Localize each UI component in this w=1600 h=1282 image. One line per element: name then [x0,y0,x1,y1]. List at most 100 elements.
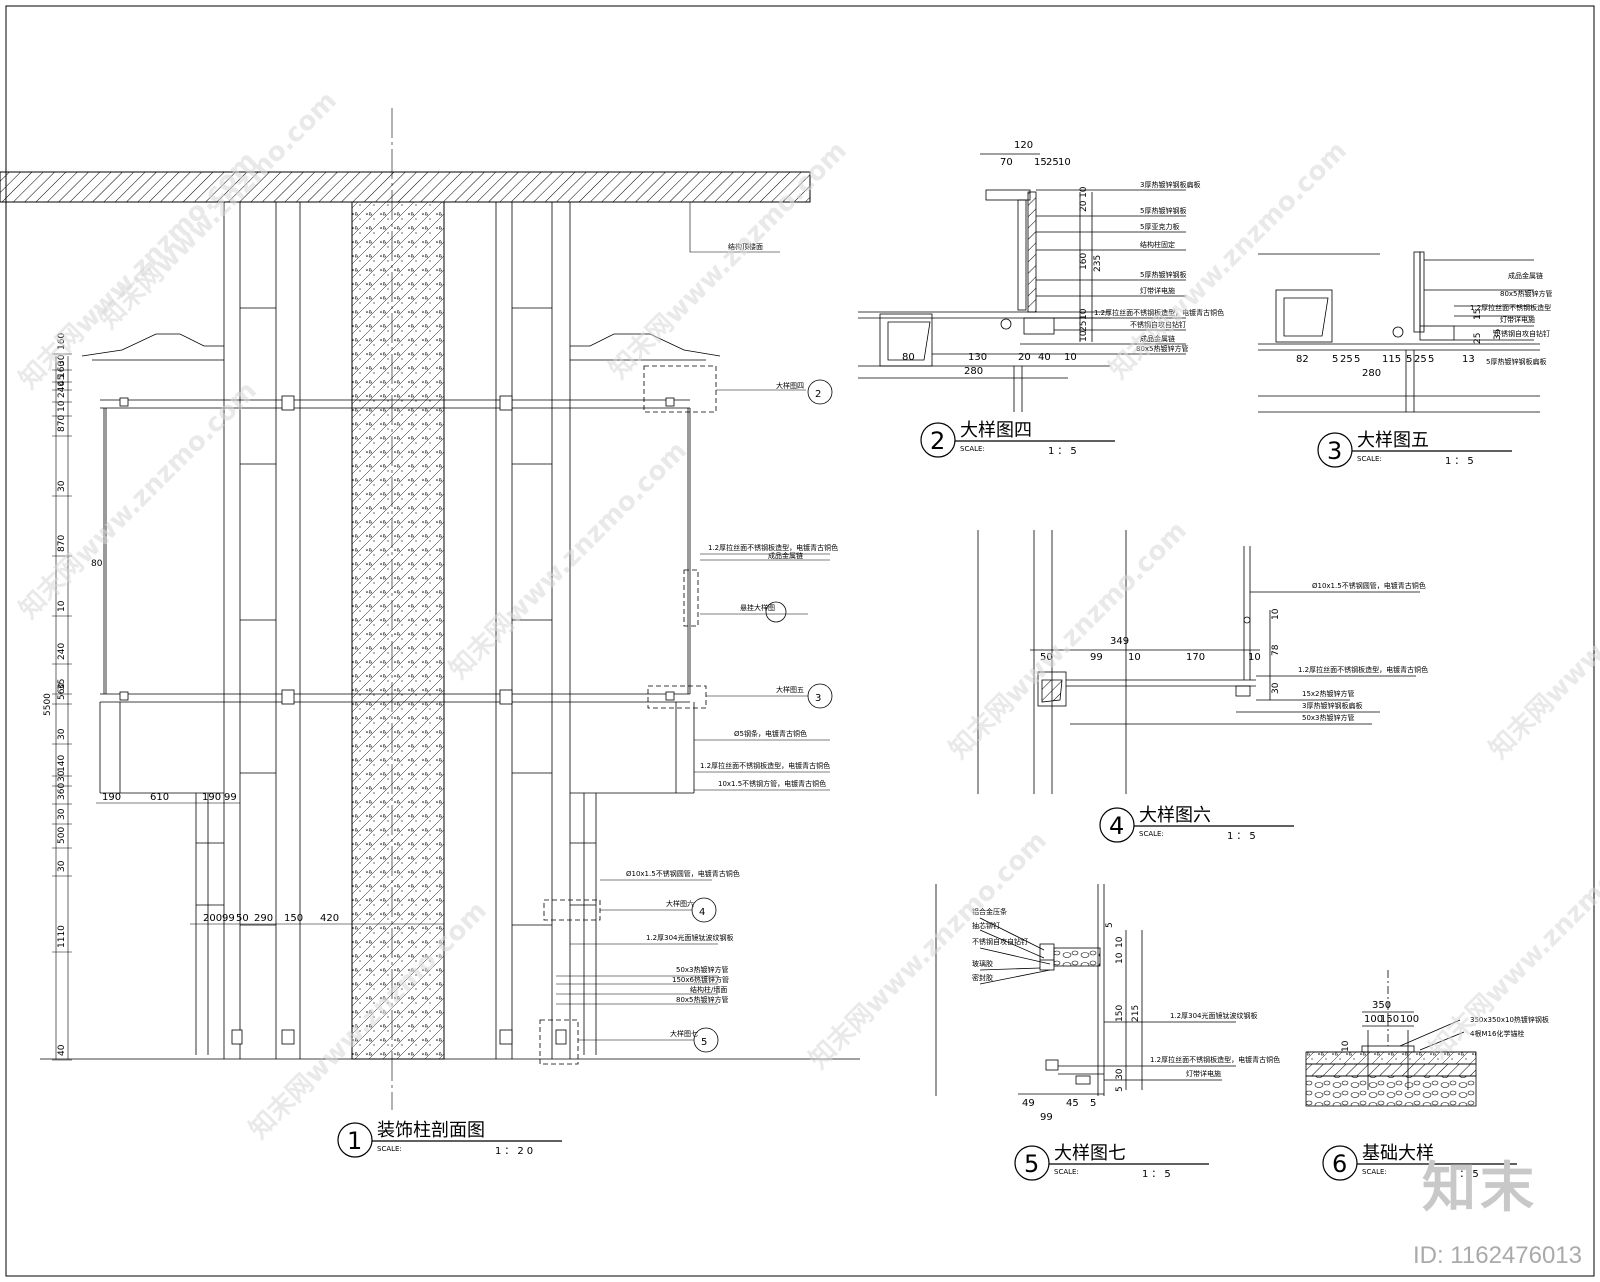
d5-v-2: 10 [1115,952,1125,964]
watermark-4: 知末网www.znzmo.com [444,436,693,685]
dim-row-2: 200 99 50 290 150 420 [203,913,339,924]
note-mid-0: 1.2厚拉丝面不锈钢板造型，电镀青古铜色 [708,543,838,552]
d4-top-1: 50 [1040,652,1053,663]
d2-note-4: 5厚热镀锌钢板 [1140,270,1186,279]
d4-note-0: Ø10x1.5不锈钢圆管，电镀青古铜色 [1312,581,1426,590]
d6-note-0: 350x350x10热镀锌钢板 [1470,1015,1549,1024]
d3-bot-0: 82 [1296,354,1309,365]
watermark-8: 知末网www.znzmo.com [1484,516,1600,765]
d3-v-1: 25 [1473,333,1483,344]
d3-note-4: 不锈钢自攻自钻钉 [1494,329,1550,338]
d5-v-1: 10 [1115,936,1125,948]
d5-note-right-2: 灯带详电施 [1186,1069,1221,1078]
d5-note-left-2: 不锈钢自攻自钻钉 [972,937,1028,946]
detail-scale-value-6: 1：5 [1450,1169,1482,1180]
left-dim-12: 560 [57,683,67,700]
left-dim-0: 160 [57,333,67,350]
left-dim-6: 870 [57,415,67,432]
note-mid-3: Ø5钢条，电镀青古铜色 [734,729,807,738]
detail-5-drawing [935,884,1236,1096]
callout-box-4 [543,899,601,921]
ref-label-3: 大样图五 [776,685,804,694]
detail-title-2: 大样图四 [960,420,1032,441]
d2-v-4: 10 [1079,308,1089,320]
left-dim-11: 35 [57,679,67,690]
note-low-2: 50x3热镀锌方管 [676,965,729,974]
watermark-6: 知末网www.znzmo.com [1104,136,1353,385]
detail-6-drawing [1305,970,1477,1107]
detail-scale-value-1: 1：20 [495,1146,536,1157]
d5-v-4: 215 [1131,1005,1141,1022]
d2-bot-0: 80 [902,352,915,363]
d3-v-2: 35 [1493,329,1503,340]
d2-top-4: 10 [1058,157,1071,168]
detail-number-1: 1 [347,1127,362,1155]
d2-bot-5: 280 [964,366,983,377]
d5-v-0: 5 [1105,922,1115,928]
detail-3-drawing [1258,251,1540,413]
structure-note: 结构顶楼面 [728,242,763,251]
d3-note-5: 5厚热镀锌钢板扁板 [1486,357,1546,366]
d3-note-2: 1.2厚拉丝面不锈钢板造型 [1470,303,1551,312]
left-dim-20: 1110 [57,925,67,948]
detail-3-notes: 成品金属链 80x5热镀锌方管 1.2厚拉丝面不锈钢板造型 灯带详电施 不锈钢自… [1470,271,1553,366]
left-dim-21: 40 [57,1044,67,1056]
d3-bot-2: 25 [1340,354,1353,365]
d2-note-7: 不锈钢自攻自钻钉 [1130,320,1186,329]
watermarks: 知末网www.znzmo.com 知末网www.znzmo.com 知末网www… [14,86,1600,1145]
detail-5-dims: 5 10 10 150 215 30 5 49 45 5 99 [1022,922,1141,1123]
dim-80: 80 [91,559,103,569]
d4-top-4: 170 [1186,652,1205,663]
d6-top-3: 100 [1400,1014,1419,1025]
d2-note-1: 5厚热镀锌钢板 [1140,206,1186,215]
structural-column [351,201,445,1060]
callout-box-2 [643,365,717,413]
d3-bot-4: 115 [1382,354,1401,365]
d6-top-1: 100 [1364,1014,1383,1025]
detail-scale-label-5: SCALE: [1054,1168,1079,1176]
dim-row1-3: 99 [224,792,237,803]
detail-2-drawing [858,153,1186,412]
ref-label-2: 大样图四 [776,381,804,390]
notes-low: Ø10x1.5不锈钢圆管，电镀青古铜色 1.2厚304光面镜钛波纹钢板 50x3… [626,869,740,1004]
detail-scale-value-5: 1：5 [1142,1169,1174,1180]
d2-bot-1: 130 [968,352,987,363]
detail-badge-1 [337,1122,373,1158]
detail-scale-label-2: SCALE: [960,445,985,453]
detail-scale-label-3: SCALE: [1357,455,1382,463]
d2-note-3: 结构柱固定 [1140,240,1175,249]
d3-bot-1: 5 [1332,354,1338,365]
left-dim-15: 30 [57,770,67,782]
ceiling-slab [0,171,811,203]
ref-5: 5 [701,1037,707,1048]
detail-number-3: 3 [1327,437,1342,465]
dim-row2-5: 420 [320,913,339,924]
left-dim-7: 30 [57,480,67,492]
detail-4-notes: Ø10x1.5不锈钢圆管，电镀青古铜色 1.2厚拉丝面不锈钢板造型，电镀青古铜色… [1298,581,1428,722]
d4-top-5: 10 [1248,652,1261,663]
left-dim-18: 500 [57,827,67,844]
d5-v-3: 150 [1115,1005,1125,1022]
d5-v-5: 30 [1115,1068,1125,1080]
detail-4-drawing [977,530,1420,794]
detail-title-4: 大样图六 [1139,805,1211,826]
detail-number-4: 4 [1109,812,1124,840]
note-mid-4: 1.2厚拉丝面不锈钢板造型，电镀青古铜色 [700,761,830,770]
callout-box-3 [647,685,707,709]
detail-badge-5 [1014,1145,1050,1181]
d2-bot-2: 20 [1018,352,1031,363]
detail-5-notes: 铝合金压条 抽芯铆钉 不锈钢自攻自钻钉 玻璃胶 密封胶 1.2厚304光面镜钛波… [972,907,1280,1078]
d2-note-9: 80x5热镀锌方管 [1136,344,1189,353]
d2-v-6: 10 [1079,330,1089,342]
d5-note-left-3: 玻璃胶 [972,959,993,968]
d3-bot-3: 5 [1354,354,1360,365]
d5-v-6: 5 [1115,1086,1125,1092]
note-mid-2: 悬挂大样图 [740,603,775,612]
d4-v-2: 30 [1271,682,1281,694]
brand-logo: 知末 [1422,1158,1538,1218]
d5-bot-0: 49 [1022,1098,1035,1109]
detail-6-dims: 350 100 150 100 10 350x350x10热镀锌钢板 4根M16… [1341,1000,1549,1052]
d2-v-5: 25 [1079,321,1089,332]
left-dim-8: 870 [57,535,67,552]
detail-title-3: 大样图五 [1357,430,1429,451]
